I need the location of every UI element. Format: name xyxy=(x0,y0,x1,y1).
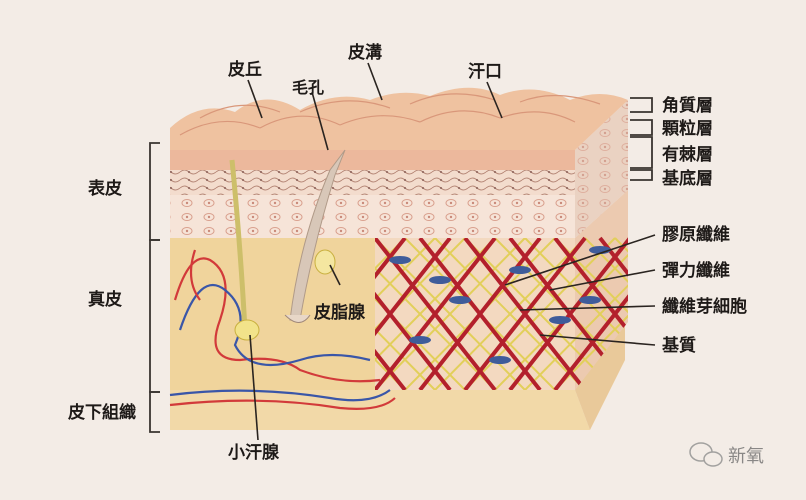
label-eccrine-gland: 小汗腺 xyxy=(228,442,280,463)
label-sweat-pore: 汗口 xyxy=(468,61,502,82)
watermark-text: 新氧 xyxy=(728,446,764,467)
collagen-fiber xyxy=(375,236,407,390)
leader-lines xyxy=(247,62,656,441)
collagen-fiber xyxy=(418,236,542,390)
layer-brackets xyxy=(149,97,653,433)
label-epidermis: 表皮 xyxy=(88,178,122,199)
fibroblast-cell xyxy=(389,256,411,264)
fibroblast-cell xyxy=(449,296,471,304)
watermark: 新氧 xyxy=(689,442,764,467)
label-sebaceous-gland: 皮脂腺 xyxy=(314,302,366,323)
fibroblast-cell xyxy=(429,276,451,284)
label-ridge: 皮丘 xyxy=(228,59,262,80)
label-dermis: 真皮 xyxy=(88,289,122,310)
fibroblast-cell xyxy=(509,266,531,274)
elastic-fiber xyxy=(524,237,628,390)
fibroblast-cell xyxy=(579,296,601,304)
label-stratum-granulosum: 顆粒層 xyxy=(662,118,713,139)
collagen-fiber xyxy=(375,236,452,390)
collagen-fiber xyxy=(375,236,497,390)
elastic-fiber xyxy=(554,237,628,390)
label-furrow: 皮溝 xyxy=(348,42,382,63)
fibroblast-cell xyxy=(549,316,571,324)
elastic-fiber xyxy=(375,237,436,390)
hair-follicle xyxy=(229,149,346,341)
wechat-icon xyxy=(689,442,723,467)
label-subcutis: 皮下組織 xyxy=(68,402,136,423)
elastic-fiber xyxy=(434,237,586,390)
fibroblast-cell xyxy=(489,356,511,364)
elastic-fiber xyxy=(375,237,496,390)
collagen-fiber xyxy=(553,236,628,390)
label-elastin: 彈力纖維 xyxy=(662,260,730,281)
elastic-fiber xyxy=(375,237,526,390)
collagen-fiber xyxy=(463,236,587,390)
label-fibroblast: 纖維芽細胞 xyxy=(662,296,747,317)
elastic-fiber xyxy=(554,237,628,390)
label-stratum-basale: 基底層 xyxy=(661,168,713,189)
elastic-fiber xyxy=(375,237,406,390)
elastic-fiber xyxy=(375,237,436,390)
fibroblast-cell xyxy=(409,336,431,344)
elastic-fiber xyxy=(375,237,406,390)
label-stratum-corneum: 角質層 xyxy=(662,95,713,116)
blood-vessels xyxy=(169,249,396,410)
collagen-fiber xyxy=(598,236,628,390)
label-collagen: 膠原纖維 xyxy=(662,224,730,245)
collagen-fiber xyxy=(508,236,628,390)
subcutaneous-layer xyxy=(170,320,625,430)
label-matrix: 基質 xyxy=(661,335,696,356)
label-stratum-spinosum: 有棘層 xyxy=(662,144,713,165)
collagen-fiber xyxy=(375,236,407,390)
elastic-fiber xyxy=(464,237,616,390)
label-hair-pore: 毛孔 xyxy=(292,78,324,97)
collagen-mesh xyxy=(375,236,628,390)
